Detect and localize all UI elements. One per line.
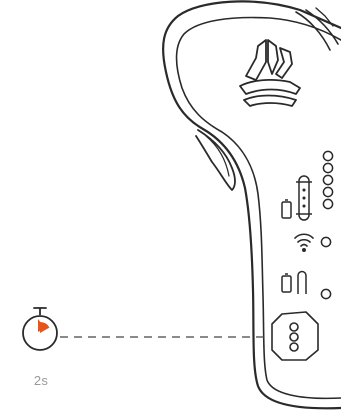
boosted-logo-icon (239, 39, 301, 107)
three-dot-button-icon (271, 311, 319, 361)
battery-led-2 (322, 162, 334, 174)
battery-led-1 (322, 150, 334, 162)
mode-led (320, 288, 332, 300)
skateboard-icon (296, 175, 312, 221)
battery-led-5 (322, 198, 334, 210)
timer-duration-label: 2s (33, 373, 49, 388)
remote-battery-icon (281, 270, 307, 294)
wireless-led (320, 236, 332, 248)
battery-led-3 (322, 174, 334, 186)
battery-led-4 (322, 186, 334, 198)
battery-icon (281, 199, 292, 219)
battery-led-column (322, 150, 334, 210)
wireless-icon (294, 233, 314, 253)
stopwatch-icon (22, 307, 58, 351)
remote-controller-icon (162, 0, 341, 410)
